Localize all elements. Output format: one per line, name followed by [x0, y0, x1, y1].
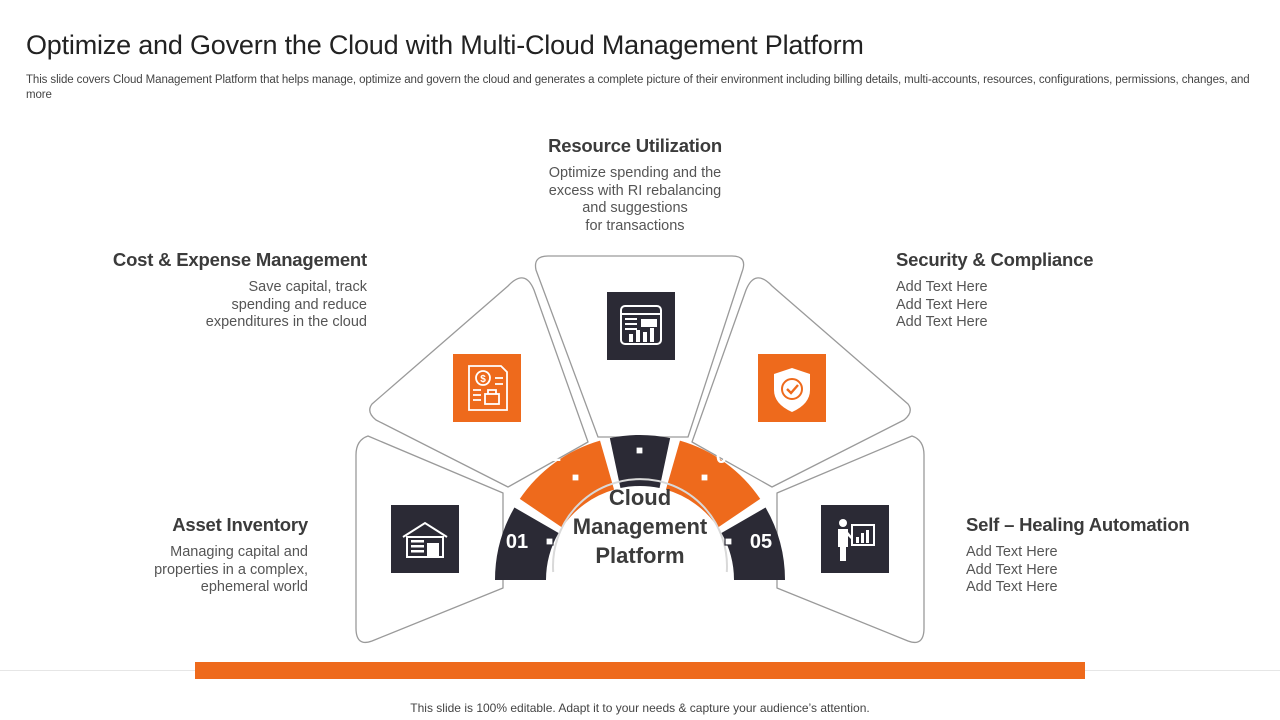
ring-segment-02	[519, 440, 615, 528]
marker-05	[724, 537, 733, 546]
asset-inventory-description: Managing capital and properties in a com…	[154, 544, 308, 595]
resource-utilization-block: Resource Utilization Optimize spending a…	[505, 135, 765, 235]
center-label-line-2: Management	[573, 514, 708, 539]
resource-utilization-description: Optimize spending and the excess with RI…	[548, 165, 722, 234]
segment-number-05: 05	[750, 531, 772, 553]
dashboard-window-icon	[607, 292, 675, 360]
center-label-line-3: Platform	[595, 543, 684, 568]
asset-inventory-heading: Asset Inventory	[172, 514, 308, 535]
asset-inventory-block: Asset Inventory Managing capital and pro…	[154, 514, 308, 597]
cost-document-icon: $	[453, 354, 521, 422]
segment-number-03: 03	[630, 407, 652, 429]
accent-bar	[195, 662, 1085, 679]
segment-number-04: 04	[716, 446, 739, 468]
ring-segment-03	[609, 435, 671, 489]
svg-text:$: $	[480, 374, 486, 385]
center-label-line-1: Cloud	[609, 485, 671, 510]
footer-note: This slide is 100% editable. Adapt it to…	[410, 701, 870, 715]
ring-segment-05	[721, 507, 785, 580]
security-compliance-heading: Security & Compliance	[896, 249, 1094, 270]
resource-utilization-heading: Resource Utilization	[548, 135, 722, 156]
cost-expense-heading: Cost & Expense Management	[112, 249, 367, 270]
page-title: Optimize and Govern the Cloud with Multi…	[26, 30, 864, 60]
cost-expense-description: Save capital, track spending and reduce …	[205, 279, 367, 330]
segment-number-02: 02	[539, 444, 561, 466]
marker-02	[571, 473, 580, 482]
marker-03	[635, 446, 644, 455]
marker-01	[545, 537, 554, 546]
segment-number-01: 01	[506, 531, 528, 553]
presenter-chart-icon	[821, 505, 889, 573]
cost-expense-block: Cost & Expense Management Save capital, …	[113, 249, 367, 332]
marker-04	[700, 473, 709, 482]
warehouse-icon	[391, 505, 459, 573]
page-subtitle: This slide covers Cloud Management Platf…	[26, 74, 1250, 101]
ring-segment-04	[665, 440, 761, 528]
ring-segment-01	[495, 507, 559, 580]
self-healing-description: Add Text Here Add Text Here Add Text Her…	[966, 544, 1058, 595]
self-healing-block: Self – Healing Automation Add Text Here …	[966, 514, 1190, 597]
security-compliance-block: Security & Compliance Add Text Here Add …	[896, 249, 1094, 332]
inner-ring	[552, 478, 728, 573]
self-healing-heading: Self – Healing Automation	[966, 514, 1190, 535]
shield-check-icon	[758, 354, 826, 422]
security-compliance-description: Add Text Here Add Text Here Add Text Her…	[896, 279, 988, 330]
